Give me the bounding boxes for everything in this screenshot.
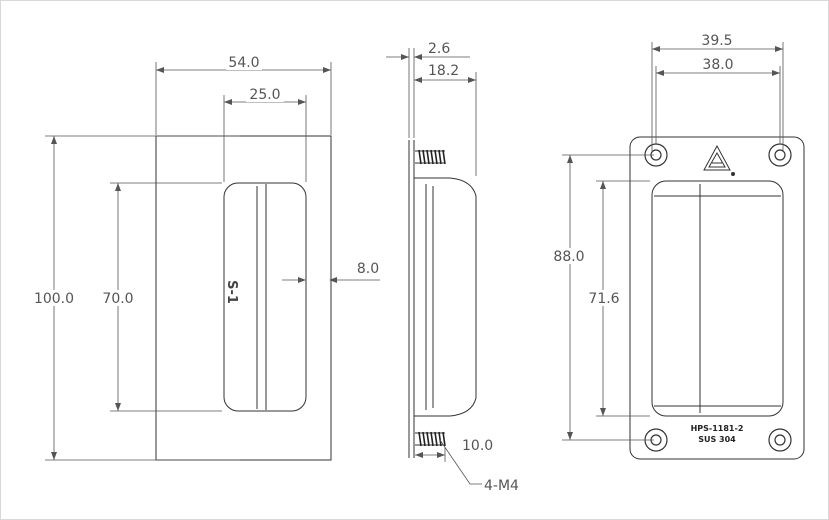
side-mark: S-1 [224,280,239,304]
dim-width-total: 54.0 [228,55,259,71]
dim-hole-pitch-outer: 39.5 [701,33,732,49]
side-arrowheads [401,54,476,458]
dim-flange-thickness: 2.6 [428,41,450,57]
dim-body-depth: 18.2 [428,63,459,79]
front-arrowheads [51,67,337,460]
front-recess-outline [223,182,307,412]
material-label: SUS 304 [698,435,736,444]
back-recess-outline [651,180,784,417]
dim-hole-pitch-inner: 38.0 [702,57,733,73]
dim-hole-pitch-vertical: 88.0 [553,249,584,265]
side-dimensions [386,48,482,485]
dim-bg [226,54,262,70]
dim-height-recess: 70.0 [102,291,133,307]
back-dimensions [562,42,784,441]
dim-bg [546,248,592,264]
mounting-hole-bottom-right [768,428,792,452]
front-plate-outline [155,135,332,461]
part-number: HPS-1181-2 [691,424,744,433]
dim-depth-step: 8.0 [357,261,379,277]
dim-bg [585,290,623,306]
side-body-outline [414,177,477,417]
back-plate-outline [629,136,805,460]
back-arrowheads [567,46,783,440]
front-dimensions [45,62,380,461]
mounting-hole-top-right [768,143,792,167]
dim-bg [100,290,138,306]
dim-bg [246,86,284,102]
dim-stud-length: 10.0 [462,438,493,454]
dim-width-recess: 25.0 [249,87,280,103]
mounting-holes [644,143,792,452]
dim-recess-height: 71.6 [588,291,619,307]
dim-bg [30,290,78,306]
logo-icon [703,144,735,176]
front-view [155,135,332,461]
stud-callout: 4-M4 [484,478,519,494]
side-stud-threads [418,149,446,447]
side-view [408,140,477,458]
dim-height-total: 100.0 [34,291,74,307]
back-view [629,136,805,460]
